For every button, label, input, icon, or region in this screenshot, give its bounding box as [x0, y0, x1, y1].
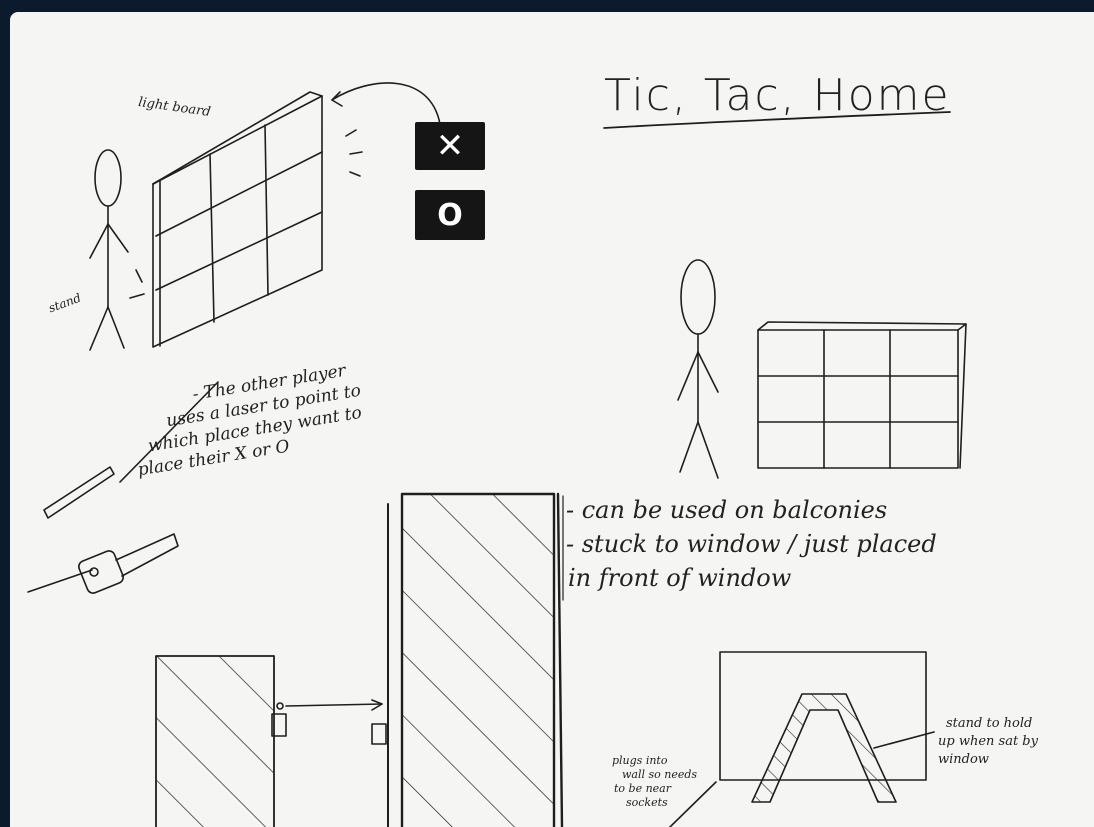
- plug-note-line-4: sockets: [626, 796, 668, 809]
- sketch-page: Tic, Tac, Home ✕ O light board stand - T…: [10, 12, 1094, 827]
- x-tile: ✕: [415, 122, 485, 170]
- plug-note-line-2: wall so needs: [622, 768, 697, 781]
- stand-note-line-1: stand to hold: [946, 716, 1032, 731]
- balcony-note-line-3: in front of window: [568, 564, 791, 592]
- x-symbol: ✕: [436, 126, 465, 166]
- o-tile: O: [415, 190, 485, 240]
- o-symbol: O: [437, 198, 463, 233]
- stand-note-line-3: window: [938, 752, 989, 767]
- plug-note-line-3: to be near: [614, 782, 671, 795]
- balcony-note-line-2: - stuck to window / just placed: [566, 530, 937, 558]
- board-right-drawing: [758, 322, 966, 468]
- stand-note-line-2: up when sat by: [938, 734, 1038, 749]
- window-panel-drawing: [156, 494, 562, 827]
- page-title: Tic, Tac, Home: [604, 70, 951, 121]
- balcony-note-line-1: - can be used on balconies: [566, 496, 887, 524]
- light-board-drawing: [153, 83, 440, 347]
- stick-figure-left: [90, 150, 144, 350]
- stand-drawing: [670, 652, 934, 827]
- plug-note-line-1: plugs into: [612, 754, 667, 767]
- stick-figure-right: [678, 260, 718, 478]
